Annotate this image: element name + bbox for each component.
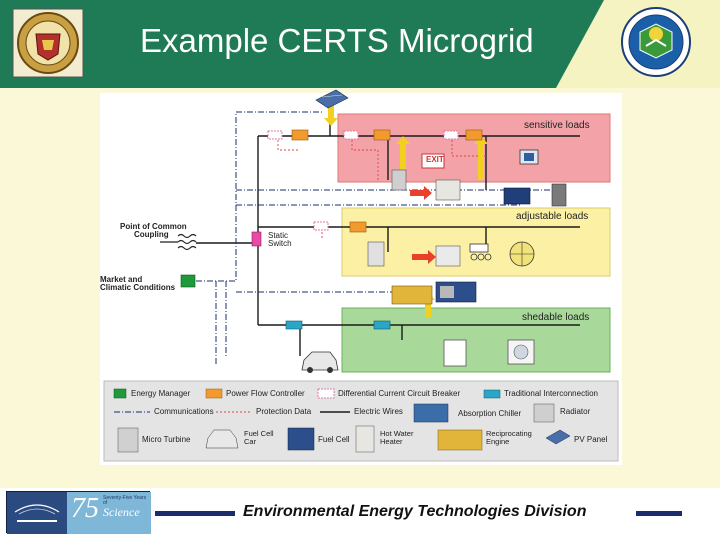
footer-rule-right (636, 511, 682, 516)
sensitive-loads-label: sensitive loads (524, 120, 590, 131)
sensitive-load-devices (391, 149, 567, 207)
transformer-symbol (160, 233, 197, 251)
slide-title: Example CERTS Microgrid (140, 22, 534, 59)
adjustable-load-devices (367, 241, 535, 267)
legend-absorption-chiller: Absorption Chiller (458, 409, 522, 418)
static-switch-symbol (251, 231, 262, 247)
legend-fuel-cell: Fuel Cell (318, 435, 350, 444)
fuel-cell-car-graphic (301, 351, 339, 373)
badge-tagline: Seventy-Five Years of (103, 495, 147, 507)
point-of-common-coupling-label: Point of Common Coupling (120, 222, 187, 240)
sheddable-load-devices (443, 339, 535, 367)
legend-communications: Communications (154, 407, 214, 416)
legend-differential-breaker: Differential Current Circuit Breaker (338, 389, 461, 398)
legend-reciprocating-engine: Reciprocating Engine (486, 429, 532, 446)
badge-number: 75 (71, 493, 99, 524)
doe-seal-logo (620, 6, 692, 78)
pv-panel-graphic (315, 89, 349, 109)
static-switch-label: Static Switch (268, 231, 292, 249)
exit-sign (421, 153, 445, 169)
legend-swatches (113, 388, 571, 453)
differential-breakers (267, 130, 459, 231)
adjustable-loads-label: adjustable loads (516, 211, 589, 222)
market-climatic-label: Market and Climatic Conditions (100, 275, 176, 293)
legend-electric-wires: Electric Wires (354, 407, 403, 416)
generation-units (391, 281, 477, 305)
legend-traditional-interconnection: Traditional Interconnection (504, 389, 598, 398)
legend-power-flow-controller: Power Flow Controller (226, 389, 305, 398)
protection-data-lines (277, 140, 486, 240)
legend-fuel-cell-car: Fuel Cell Car (244, 429, 274, 446)
sheddable-loads-label: shedable loads (522, 312, 590, 323)
berkeley-lab-75-years-badge: 75 Seventy-Five Years of Science (6, 491, 151, 534)
badge-science: Science (103, 505, 140, 519)
exit-sign-text: EXIT (426, 155, 444, 164)
legend-energy-manager: Energy Manager (131, 389, 191, 398)
power-flow-controllers (291, 129, 483, 233)
energy-manager-symbol (180, 274, 196, 288)
electric-wires (196, 104, 580, 356)
legend-hot-water-heater: Hot Water Heater (380, 429, 414, 446)
legend-pv-panel: PV Panel (574, 435, 608, 444)
legend-micro-turbine: Micro Turbine (142, 435, 191, 444)
sheddable-loads-zone (341, 307, 611, 373)
adjustable-loads-zone (341, 207, 611, 277)
legend-radiator: Radiator (560, 407, 591, 416)
legend-protection-data: Protection Data (256, 407, 312, 416)
division-name: Environmental Energy Technologies Divisi… (243, 503, 587, 520)
traditional-interconnections (285, 320, 391, 330)
sensitive-loads-zone (337, 113, 611, 183)
footer-rule-left (155, 511, 235, 516)
lab-seal-logo (12, 8, 84, 78)
